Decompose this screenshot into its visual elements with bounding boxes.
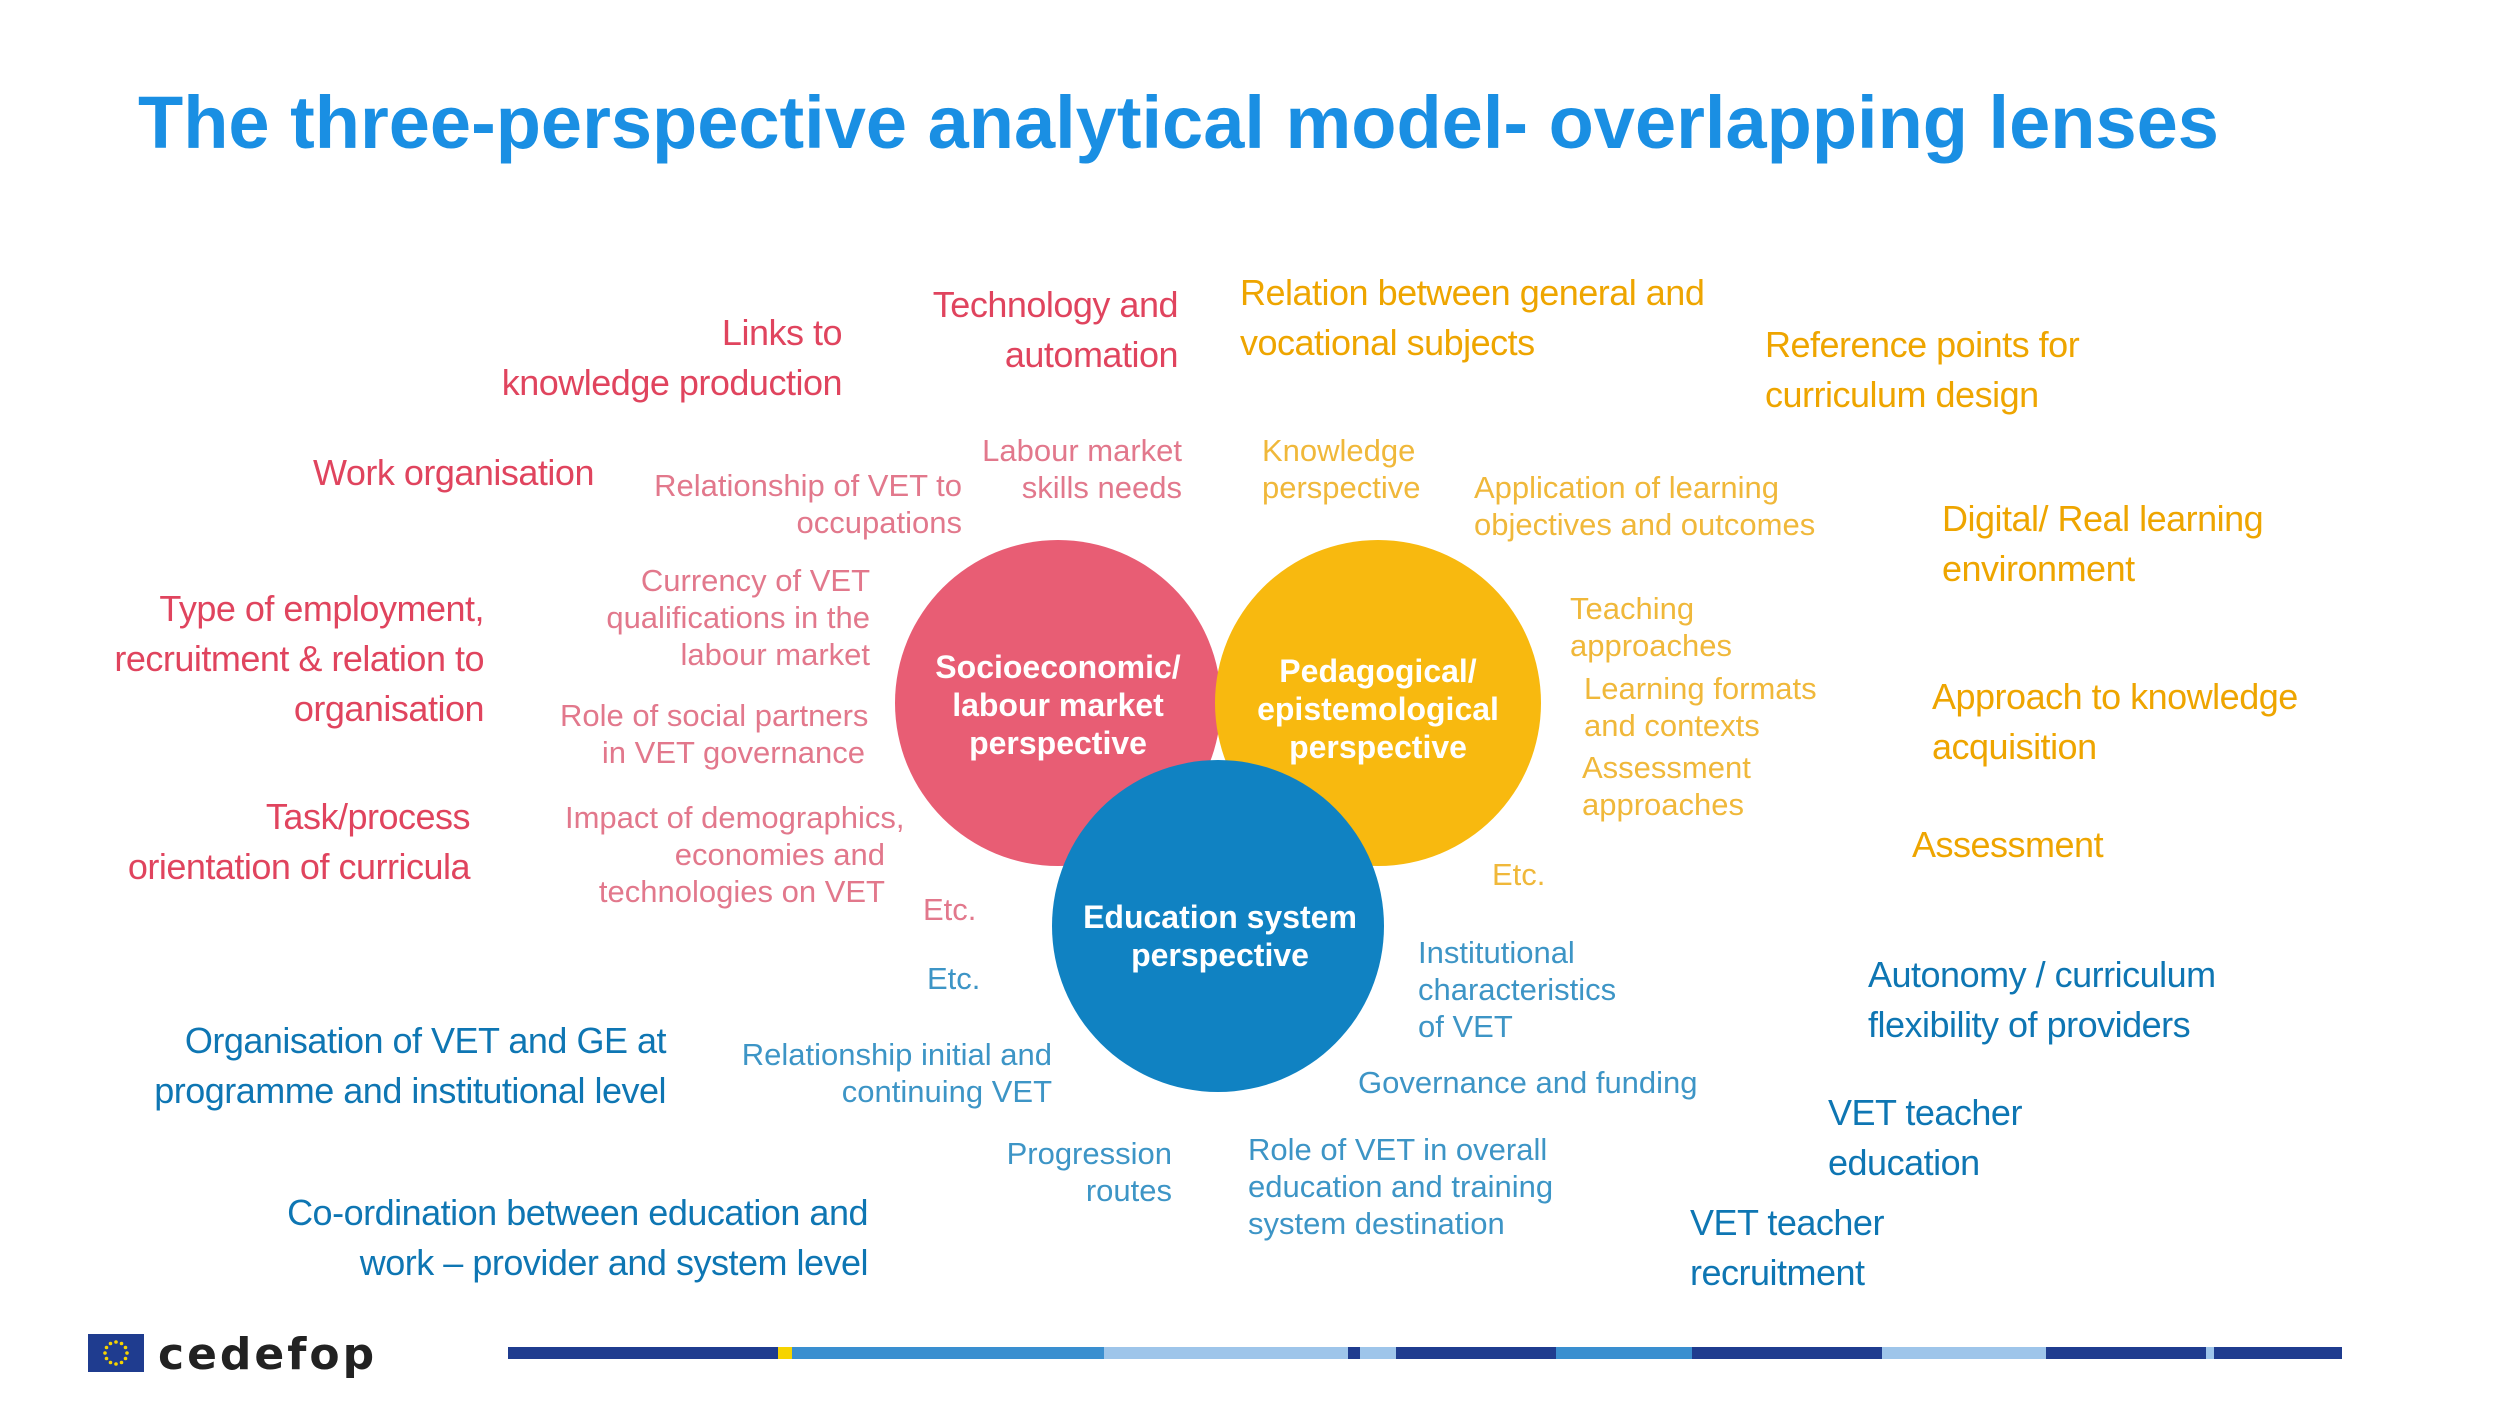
outer-type-of-employment: Type of employment, recruitment & relati… — [114, 588, 484, 729]
pedagogical-perspective-label: Pedagogical/ epistemological perspective — [1257, 653, 1499, 765]
cedefop-wordmark: cedefop — [158, 1329, 378, 1380]
footer-bar-segment — [792, 1347, 1104, 1359]
lens-application-objectives: Application of learning objectives and o… — [1474, 470, 1816, 542]
socioeconomic-perspective-label: Socioeconomic/ labour market perspective — [935, 649, 1181, 761]
outer-vet-teacher-recruitment: VET teacher recruitment — [1690, 1202, 1884, 1293]
outer-vet-teacher-education: VET teacher education — [1828, 1092, 2022, 1183]
lens-institutional-characteristics: Institutional characteristics of VET — [1418, 935, 1617, 1044]
outer-organisation-vet-ge: Organisation of VET and GE at programme … — [154, 1020, 666, 1111]
lens-relationship-initial: Relationship initial and continuing VET — [741, 1037, 1052, 1109]
outer-approach-knowledge: Approach to knowledge acquisition — [1932, 676, 2298, 767]
education-system-perspective-label: Education system perspective — [1083, 899, 1357, 973]
education-system-circle — [1052, 760, 1384, 1092]
outer-task-process: Task/process orientation of curricula — [127, 796, 471, 887]
lens-labour-market-skills: Labour market skills needs — [982, 433, 1182, 505]
footer-bar-segment — [1360, 1347, 1396, 1359]
cedefop-logo: cedefop — [88, 1330, 438, 1380]
lens-currency-qualifications: Currency of VET qualifications in the la… — [606, 563, 870, 672]
lens-social-partners: Role of social partners in VET governanc… — [560, 698, 869, 770]
lens-governance-funding: Governance and funding — [1358, 1065, 1698, 1100]
eu-flag-icon — [88, 1334, 144, 1372]
lens-progression-routes: Progression routes — [1006, 1136, 1172, 1208]
lens-etc-red: Etc. — [923, 892, 977, 927]
footer-bar-segment — [1396, 1347, 1556, 1359]
footer-bar-segment — [2046, 1347, 2206, 1359]
footer-bar-segment — [2206, 1347, 2214, 1359]
outer-work-organisation: Work organisation — [313, 452, 594, 493]
lens-role-of-vet: Role of VET in overall education and tra… — [1248, 1132, 1554, 1241]
outer-reference-points: Reference points for curriculum design — [1765, 324, 2080, 415]
footer-bar-segment — [2214, 1347, 2342, 1359]
outer-links-knowledge: Links to knowledge production — [501, 312, 843, 403]
outer-coordination: Co-ordination between education and work… — [287, 1192, 868, 1283]
outer-technology-automation: Technology and automation — [932, 284, 1179, 375]
footer-bar-segment — [1348, 1347, 1360, 1359]
footer-bar-segment — [1556, 1347, 1692, 1359]
outer-assessment: Assessment — [1912, 824, 2104, 865]
footer-bar-segment — [1104, 1347, 1348, 1359]
footer-bar-segment — [1882, 1347, 2046, 1359]
lens-etc-yellow: Etc. — [1492, 857, 1546, 892]
lens-knowledge-perspective: Knowledge perspective — [1262, 433, 1421, 505]
page-title: The three-perspective analytical model- … — [138, 81, 2219, 164]
lens-teaching-approaches: Teaching approaches — [1570, 591, 1733, 663]
footer-bar-segment — [508, 1347, 778, 1359]
outer-autonomy: Autonomy / curriculum flexibility of pro… — [1868, 954, 2216, 1045]
outer-digital-real: Digital/ Real learning environment — [1942, 498, 2264, 589]
footer-bar-segment — [1692, 1347, 1882, 1359]
lens-learning-formats: Learning formats and contexts — [1584, 671, 1817, 743]
outer-relation-general-vocational: Relation between general and vocational … — [1240, 272, 1705, 363]
footer-bar-segment — [778, 1347, 792, 1359]
lens-etc-blue: Etc. — [927, 961, 981, 996]
lens-relationship-occupations: Relationship of VET to occupations — [654, 468, 962, 540]
lens-impact-demographics: Impact of demographics, economies and te… — [565, 800, 905, 909]
lens-assessment-approaches: Assessment approaches — [1582, 750, 1751, 822]
